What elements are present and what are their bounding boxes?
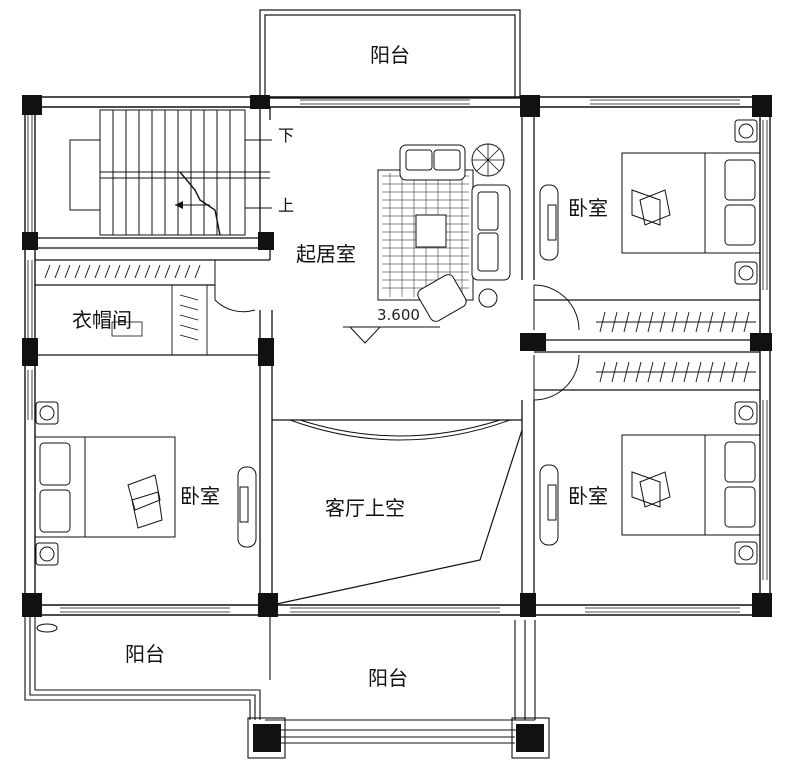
- columns: [22, 95, 772, 752]
- void-boundary: [271, 429, 523, 606]
- balcony-top-label: 阳台: [370, 43, 410, 67]
- left-windows: [27, 115, 33, 420]
- bedroom-bottom-right-label: 卧室: [568, 484, 608, 508]
- right-windows: [762, 120, 768, 580]
- bedroom-left-label: 卧室: [180, 484, 220, 508]
- staircase: [69, 109, 272, 236]
- stairs-down-label: 下: [278, 126, 295, 145]
- wardrobe-hangers-right: [596, 311, 756, 383]
- living-furniture: [377, 143, 511, 322]
- cloakroom-label: 衣帽间: [72, 308, 132, 332]
- wardrobe-left: [171, 284, 208, 356]
- wardrobe-hangers-left: [44, 264, 201, 279]
- balcony-bottom: [24, 615, 550, 759]
- elevation-value: 3.600: [377, 306, 420, 324]
- interior-walls: [35, 107, 760, 605]
- balcony-bottom-label: 阳台: [368, 666, 408, 690]
- living-room-label: 起居室: [296, 242, 356, 266]
- bottom-windows: [60, 607, 740, 613]
- balcony-bottom-left-label: 阳台: [125, 642, 165, 666]
- balcony-top: [259, 9, 521, 99]
- elevation-marker: [343, 326, 440, 344]
- door-swings: [214, 260, 580, 441]
- top-windows: [300, 99, 740, 105]
- bed-top-right: [539, 119, 761, 285]
- double-height-void-label: 客厅上空: [325, 496, 405, 520]
- stairs-up-label: 上: [278, 196, 295, 215]
- bedroom-top-right-label: 卧室: [568, 196, 608, 220]
- bed-left: [34, 401, 257, 566]
- bed-bottom-right: [539, 401, 761, 565]
- cloakroom-bench: [111, 321, 143, 337]
